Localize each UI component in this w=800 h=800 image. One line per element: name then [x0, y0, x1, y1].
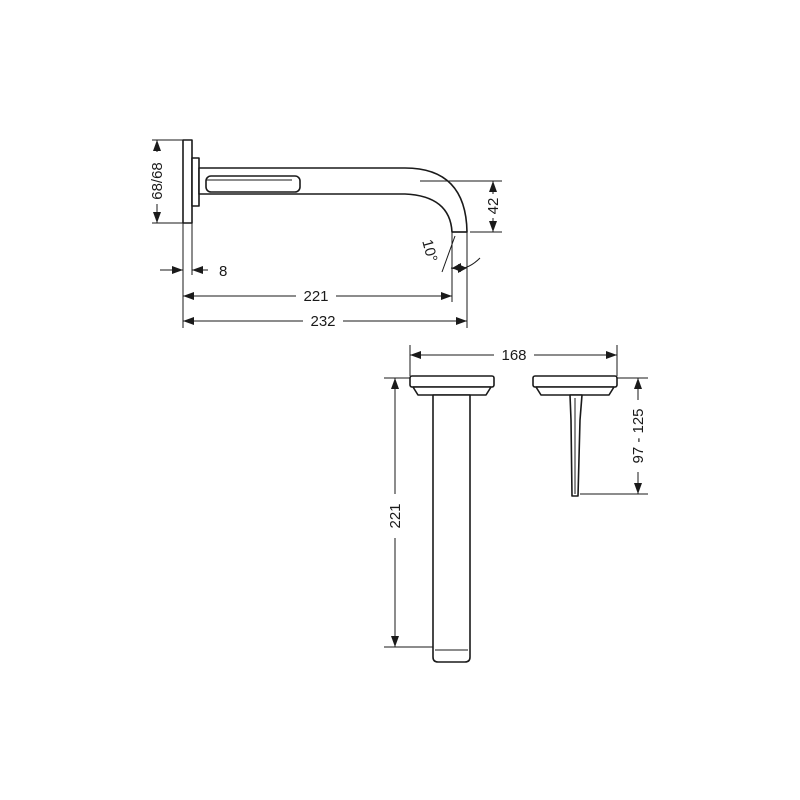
overall-reach-label: 232: [310, 313, 335, 330]
valve-top-view: 97 - 125: [532, 375, 648, 497]
wall-plate: [182, 139, 193, 224]
plate-boss: [191, 157, 200, 207]
dim-arrow: [634, 483, 642, 494]
dim-arrow: [410, 351, 421, 359]
label-bg: [629, 400, 647, 472]
spout-length-label: 221: [387, 503, 404, 528]
dim-arrow: [458, 264, 467, 273]
label-bg: [484, 194, 502, 218]
valve-stem: [569, 394, 583, 497]
dim-arrow: [441, 292, 452, 300]
plate-width-label: 168: [501, 347, 526, 364]
dim-arrow: [153, 140, 161, 151]
spout-angle-label: 10°: [418, 238, 440, 264]
dim-arrow: [456, 317, 467, 325]
plate-width-dimension: 168: [409, 345, 618, 376]
spout-plate-bevel: [412, 386, 492, 396]
dim-arrow: [192, 266, 203, 274]
dim-arrow: [183, 317, 194, 325]
spout-drop-label: 42: [485, 198, 502, 215]
dim-arrow: [172, 266, 183, 274]
spout-handle: [205, 175, 301, 193]
valve-depth-label: 97 - 125: [630, 408, 647, 463]
dim-arrow: [489, 221, 497, 232]
spout-tube: [432, 394, 471, 663]
side-view: 68/68 8 221 232 42 10°: [148, 139, 502, 331]
dim-arrow: [391, 636, 399, 647]
valve-plate-top: [532, 375, 618, 388]
label-bg: [386, 494, 404, 538]
plate-depth-label: 8: [219, 263, 227, 280]
label-bg: [296, 286, 336, 306]
plate-height-label: 68/68: [149, 162, 166, 200]
dim-arrow: [391, 378, 399, 389]
dim-arrow: [634, 378, 642, 389]
label-bg: [148, 152, 166, 204]
dim-arrow: [606, 351, 617, 359]
spout-reach-label: 221: [303, 288, 328, 305]
spout-plate-top: [409, 375, 495, 388]
dim-arrow: [183, 292, 194, 300]
valve-plate-bevel: [535, 386, 615, 396]
dim-arrow: [153, 212, 161, 223]
angle-ref-line: [441, 235, 456, 273]
label-bg: [494, 345, 534, 365]
dim-arrow: [489, 181, 497, 192]
spout-top-view: 221: [384, 375, 495, 663]
label-bg: [303, 311, 343, 331]
